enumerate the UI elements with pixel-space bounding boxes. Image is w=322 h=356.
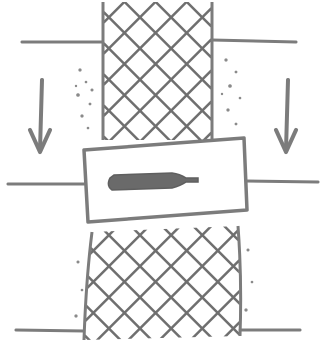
bottom-lines <box>14 328 302 333</box>
plate-slot <box>107 172 199 191</box>
right-down-arrow <box>274 78 298 154</box>
middle-lines <box>6 179 320 186</box>
lower-mesh-band <box>74 225 254 341</box>
upper-mesh-band <box>74 2 242 140</box>
top-lines <box>20 38 298 44</box>
left-down-arrow <box>28 78 52 154</box>
